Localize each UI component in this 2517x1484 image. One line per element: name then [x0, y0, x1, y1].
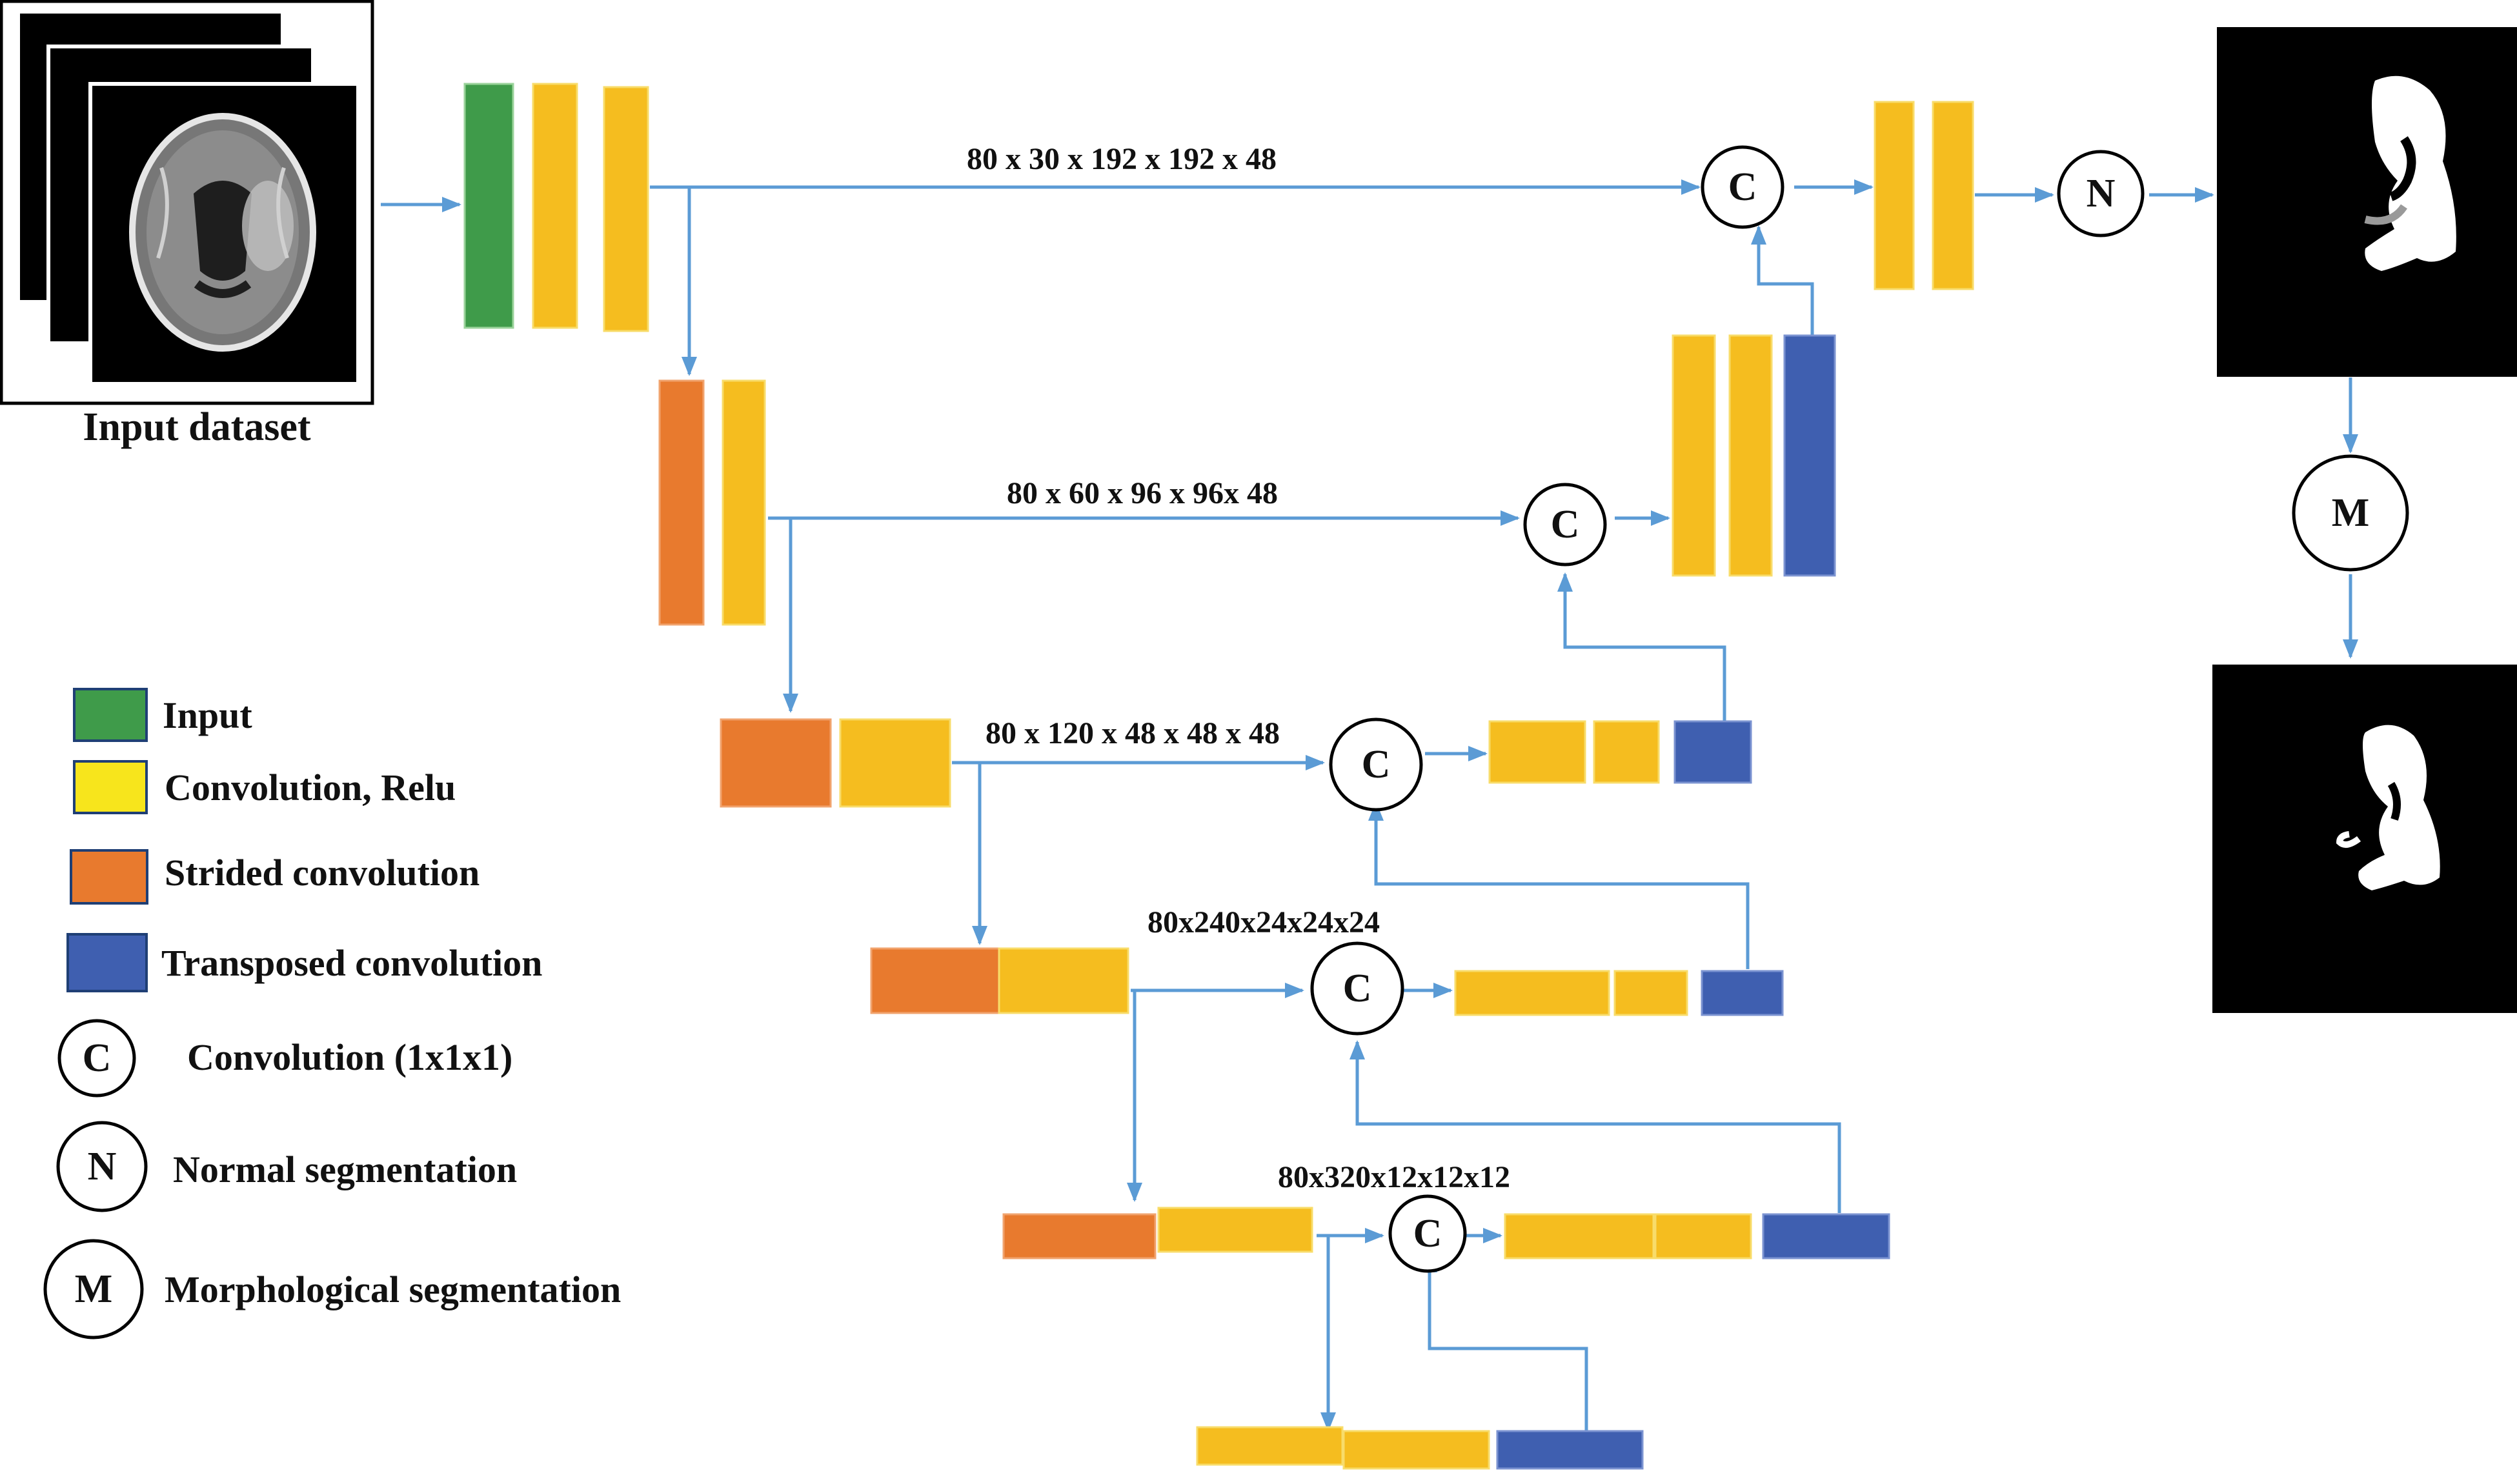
- conv-block-dec4-a: [1454, 970, 1610, 1016]
- conv-block-dec1-b: [1932, 101, 1974, 290]
- transposed-block-dec2: [1783, 334, 1836, 577]
- morphological-segmentation-node: M: [2292, 454, 2409, 572]
- legend-label-morphological-segmentation: Morphological segmentation: [165, 1268, 621, 1310]
- legend-item-convolution-1x1x1: C Convolution (1x1x1): [57, 1019, 512, 1098]
- conv-block-l3: [839, 718, 951, 808]
- up-arrow-level3: [1557, 572, 1726, 721]
- conv-block-l2: [722, 379, 766, 626]
- conv-block-l1-a: [532, 83, 578, 329]
- input-block: [463, 83, 514, 329]
- skip-label-level-3: 80 x 120 x 48 x 48 x 48: [986, 716, 1280, 750]
- transposed-block-bottleneck: [1496, 1430, 1644, 1470]
- svg-text:C: C: [1413, 1212, 1442, 1256]
- legend-symbol-c: C: [83, 1036, 112, 1080]
- conv-block-dec1-a: [1874, 101, 1915, 290]
- up-arrow-bottleneck: [1422, 1253, 1588, 1431]
- conv-block-dec2-b: [1728, 334, 1773, 577]
- skip-label-level-5: 80x320x12x12x12: [1278, 1160, 1510, 1194]
- normal-segmentation-node: N: [2057, 150, 2145, 237]
- skip-label-level-1: 80 x 30 x 192 x 192 x 48: [967, 142, 1277, 176]
- svg-text:C: C: [1343, 967, 1372, 1010]
- conv-block-dec2-a: [1672, 334, 1716, 577]
- svg-text:C: C: [1728, 165, 1757, 209]
- conv-block-l1-b: [603, 86, 649, 332]
- up-arrow-level5: [1349, 1040, 1841, 1213]
- up-arrow-level2: [1751, 225, 1814, 336]
- strided-block-l5: [1002, 1213, 1157, 1259]
- conv-block-dec3-b: [1593, 720, 1660, 784]
- conv-block-dec3-a: [1488, 720, 1586, 784]
- normal-segmentation-output-image: [2217, 27, 2517, 377]
- skip-label-level-4: 80x240x24x24x24: [1147, 905, 1380, 939]
- concat-node-level-2: C: [1523, 483, 1607, 567]
- legend-label-input: Input: [163, 694, 252, 736]
- strided-block-l2: [658, 379, 705, 626]
- concat-node-level-4: C: [1310, 941, 1404, 1036]
- legend-symbol-m: M: [75, 1267, 113, 1311]
- legend-swatch-input: [73, 688, 148, 742]
- legend-item-input: Input: [73, 688, 252, 742]
- transposed-block-dec3: [1673, 720, 1752, 784]
- transposed-block-dec4: [1701, 970, 1784, 1016]
- legend-label-transposed-convolution: Transposed convolution: [161, 942, 542, 984]
- legend-swatch-strided-convolution: [70, 849, 148, 905]
- legend-swatch-transposed-convolution: [66, 933, 148, 992]
- svg-text:M: M: [2332, 491, 2370, 535]
- svg-text:C: C: [1362, 743, 1391, 787]
- concat-node-level-5: C: [1388, 1194, 1467, 1273]
- mri-slice-front: [88, 82, 360, 386]
- conv-block-l5: [1157, 1207, 1313, 1253]
- legend-item-normal-segmentation: N Normal segmentation: [56, 1121, 517, 1212]
- conv-block-dec5-a: [1504, 1213, 1655, 1259]
- legend-label-convolution-relu: Convolution, Relu: [165, 767, 456, 808]
- strided-block-l4: [870, 947, 1000, 1014]
- legend-label-strided-convolution: Strided convolution: [165, 852, 480, 894]
- legend-label-convolution-1x1x1: Convolution (1x1x1): [187, 1036, 512, 1078]
- legend-item-convolution-relu: Convolution, Relu: [73, 760, 456, 814]
- conv-block-l4: [998, 947, 1129, 1014]
- legend: Input Convolution, Relu Strided convolut…: [43, 688, 621, 1339]
- up-arrow-level4: [1368, 801, 1750, 969]
- skip-label-level-2: 80 x 60 x 96 x 96x 48: [1007, 476, 1278, 510]
- legend-item-transposed-convolution: Transposed convolution: [66, 933, 542, 992]
- concat-node-level-1: C: [1701, 145, 1784, 229]
- svg-text:C: C: [1551, 503, 1580, 546]
- conv-block-bottleneck-b: [1342, 1430, 1490, 1470]
- svg-text:N: N: [2087, 172, 2116, 216]
- morphological-segmentation-output-image: [2212, 665, 2517, 1013]
- conv-block-bottleneck-a: [1196, 1426, 1344, 1466]
- conv-block-dec4-b: [1613, 970, 1688, 1016]
- legend-swatch-convolution-relu: [73, 760, 148, 814]
- transposed-block-dec5: [1762, 1213, 1890, 1259]
- concat-node-level-3: C: [1329, 717, 1423, 812]
- conv-block-dec5-b: [1654, 1213, 1752, 1259]
- legend-item-morphological-segmentation: M Morphological segmentation: [43, 1239, 621, 1339]
- legend-item-strided-convolution: Strided convolution: [70, 849, 480, 905]
- input-dataset-figure: Input dataset: [0, 0, 374, 449]
- legend-label-normal-segmentation: Normal segmentation: [173, 1148, 517, 1190]
- strided-block-l3: [720, 718, 832, 808]
- input-dataset-label: Input dataset: [83, 405, 310, 449]
- legend-symbol-n: N: [88, 1145, 117, 1188]
